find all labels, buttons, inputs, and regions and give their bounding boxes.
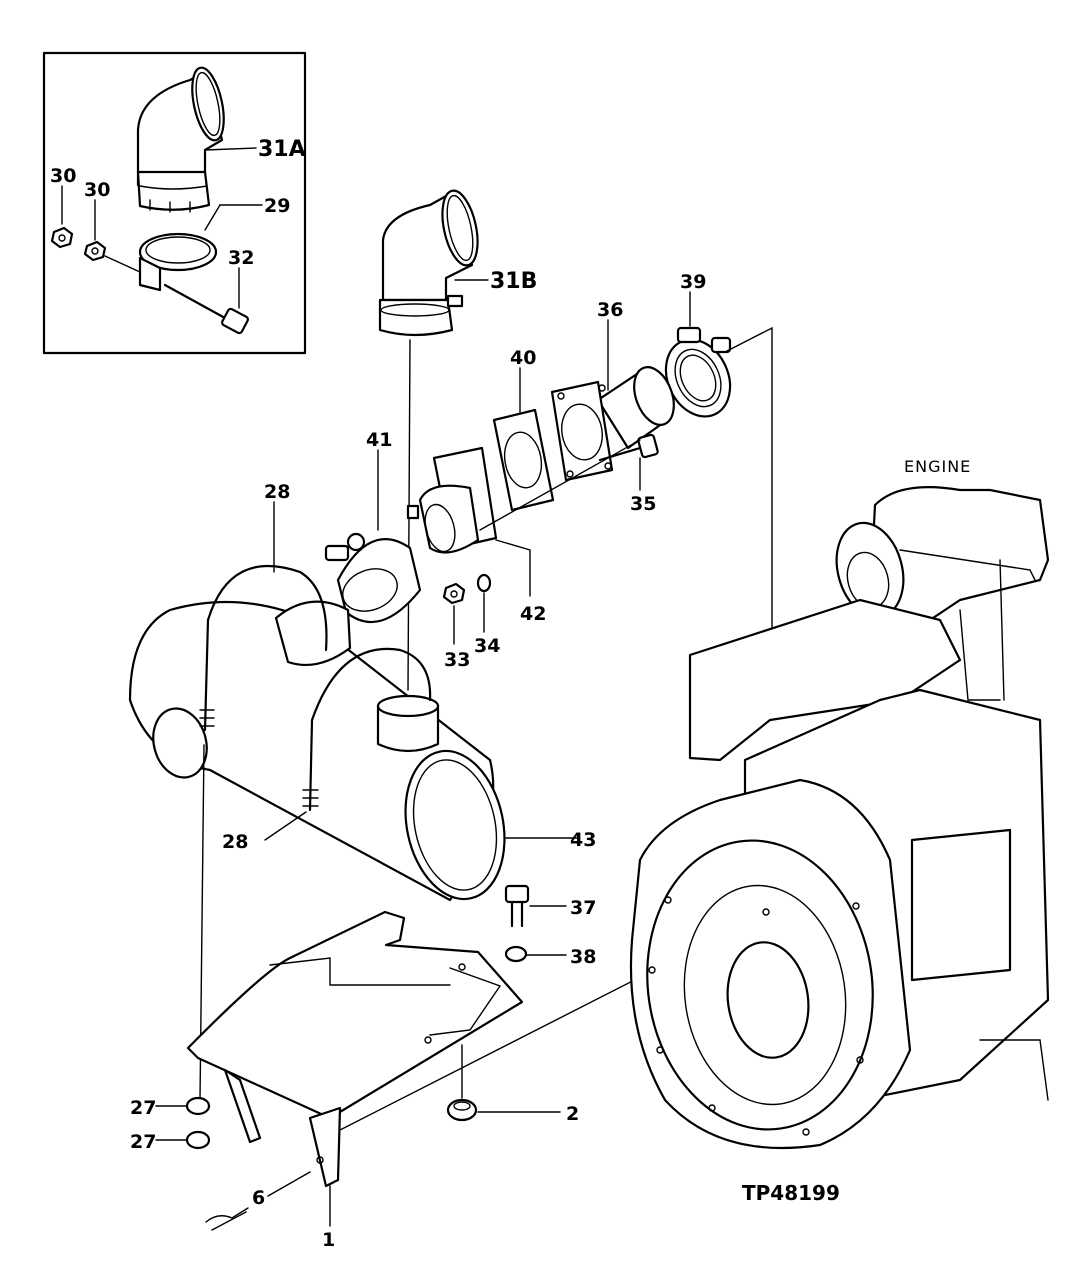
callout-35: 35 (630, 493, 656, 515)
engine-label: ENGINE (904, 457, 971, 476)
engine-assembly (629, 486, 1050, 1150)
callout-30a: 30 (50, 165, 76, 187)
callout-1: 1 (322, 1229, 335, 1251)
callout-27b: 27 (130, 1131, 156, 1153)
part-2-isolator (446, 1098, 478, 1122)
leader-29a (204, 204, 221, 231)
part-28-ubolt-b (302, 647, 432, 812)
leader-31A (204, 147, 257, 151)
part-27-nut-b (185, 1130, 211, 1150)
alignment-line-39 (724, 326, 773, 629)
callout-27a: 27 (130, 1097, 156, 1119)
callout-41: 41 (366, 429, 392, 451)
callout-37: 37 (570, 897, 596, 919)
callout-31B: 31B (490, 269, 537, 294)
part-1-bracket (186, 910, 524, 1188)
callout-40: 40 (510, 347, 536, 369)
part-40-gasket (492, 408, 555, 512)
leader-42 (495, 539, 531, 597)
callout-38: 38 (570, 946, 596, 968)
part-42-adapter (406, 446, 498, 554)
callout-29: 29 (264, 195, 290, 217)
part-30-nut-b (83, 240, 107, 262)
callout-30b: 30 (84, 179, 110, 201)
leader-28b (264, 811, 307, 841)
part-27-nut-a (185, 1096, 211, 1116)
figure-reference: TP48199 (742, 1181, 840, 1205)
inset-box (42, 51, 307, 355)
part-29-clamp (138, 232, 218, 292)
callout-33: 33 (444, 649, 470, 671)
part-41-clamp (324, 532, 422, 624)
part-37-bolt (504, 884, 530, 928)
part-32-bolt (163, 283, 249, 335)
part-43-muffler (128, 600, 506, 902)
callout-6: 6 (252, 1187, 265, 1209)
callout-31A: 31A (258, 137, 306, 162)
callout-43: 43 (570, 829, 596, 851)
front-marker-arrow (205, 1171, 311, 1231)
callout-labels: 31A 29 30 30 32 31B 39 36 40 41 28 35 42… (50, 137, 971, 1251)
part-30-nut-a (50, 226, 74, 249)
part-31B-elbow (378, 189, 479, 337)
part-28-ubolt-a (199, 564, 328, 732)
callout-34: 34 (474, 635, 500, 657)
callout-28b: 28 (222, 831, 248, 853)
part-36-pipe (550, 366, 675, 482)
alignment-line-flanges (479, 439, 641, 531)
part-34-washer (476, 573, 492, 593)
callout-28a: 28 (264, 481, 290, 503)
callout-42: 42 (520, 603, 546, 625)
part-38-washer (504, 945, 528, 963)
callout-39: 39 (680, 271, 706, 293)
part-33-nut (442, 582, 466, 605)
callout-32: 32 (228, 247, 254, 269)
part-31A-elbow (136, 66, 225, 213)
callout-36: 36 (597, 299, 623, 321)
callout-2: 2 (566, 1103, 579, 1125)
